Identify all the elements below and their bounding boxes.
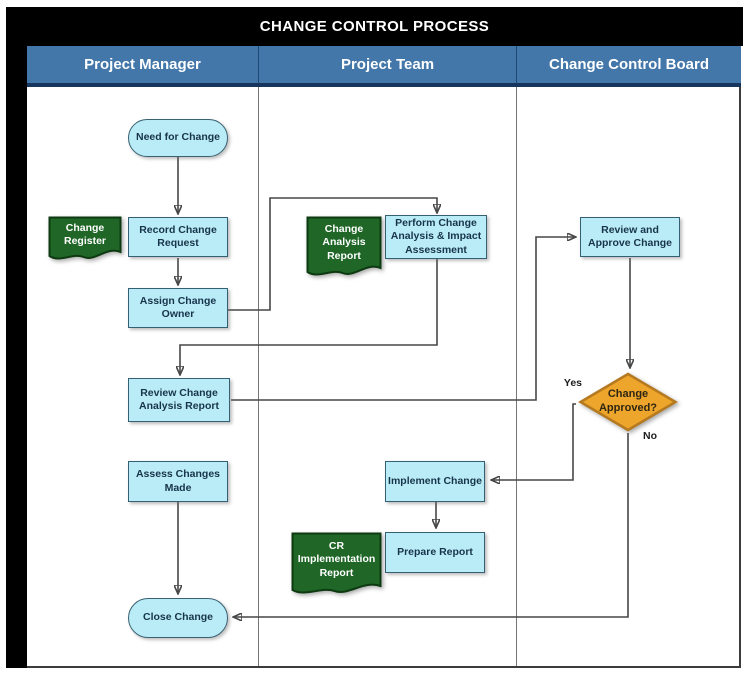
node-cr-implementation-report-label: CR Implementation Report [297,540,376,579]
diagram-title: CHANGE CONTROL PROCESS [6,7,743,46]
node-close-change-label: Close Change [142,611,213,624]
node-need-for-change-label: Need for Change [135,131,220,144]
lane-header-change-control-board: Change Control Board [516,46,741,83]
node-assign-change-owner-label: Assign Change Owner [139,294,217,320]
document-shape-icon [306,216,382,276]
node-perform-change-analysis-label: Perform Change Analysis & Impact Assessm… [390,217,482,256]
connector-decision-no-to-close [234,433,629,617]
node-record-change-request-label: Record Change Request [139,223,217,249]
node-assess-changes-made: Assess Changes Made [128,461,228,502]
node-perform-change-analysis: Perform Change Analysis & Impact Assessm… [385,215,487,259]
swimlane-headers: Project Manager Project Team Change Cont… [27,46,741,87]
node-change-register-label: Change Register [63,221,106,247]
node-review-change-analysis-report-label: Review Change Analysis Report [139,386,219,412]
node-assign-change-owner: Assign Change Owner [128,288,228,328]
branch-label-yes: Yes [563,377,582,389]
node-change-analysis-report-label: Change Analysis Report [322,223,366,262]
lane-header-project-manager: Project Manager [27,46,258,83]
node-close-change: Close Change [128,598,228,638]
connector-assign-to-perform [228,197,437,311]
lane-divider-2 [516,87,517,666]
document-shape-icon [291,532,382,594]
branch-label-no: No [643,430,657,442]
node-change-analysis-report: Change Analysis Report [306,216,382,280]
node-review-and-approve-change-label: Review and Approve Change [587,223,672,249]
connector-decision-yes-to-implement [492,403,576,480]
node-assess-changes-made-label: Assess Changes Made [135,468,221,494]
node-review-and-approve-change: Review and Approve Change [580,217,680,257]
lane-divider-1 [258,87,259,666]
decision-diamond-icon [578,372,678,432]
document-shape-icon [48,216,122,260]
connector-review-report-to-approve [231,237,575,401]
left-black-strip [6,46,27,668]
node-review-change-analysis-report: Review Change Analysis Report [128,378,230,422]
node-implement-change-label: Implement Change [388,474,482,487]
node-change-register: Change Register [48,216,122,264]
node-cr-implementation-report: CR Implementation Report [291,532,382,598]
connector-perform-to-review-report [180,259,438,374]
node-record-change-request: Record Change Request [128,217,228,257]
lane-header-project-team: Project Team [258,46,516,83]
node-need-for-change: Need for Change [128,119,228,157]
node-prepare-report-label: Prepare Report [397,545,473,558]
node-change-approved-label: Change Approved? [598,388,658,414]
node-prepare-report: Prepare Report [385,532,485,573]
node-implement-change: Implement Change [385,461,485,502]
node-change-approved-decision: Change Approved? [578,372,678,432]
